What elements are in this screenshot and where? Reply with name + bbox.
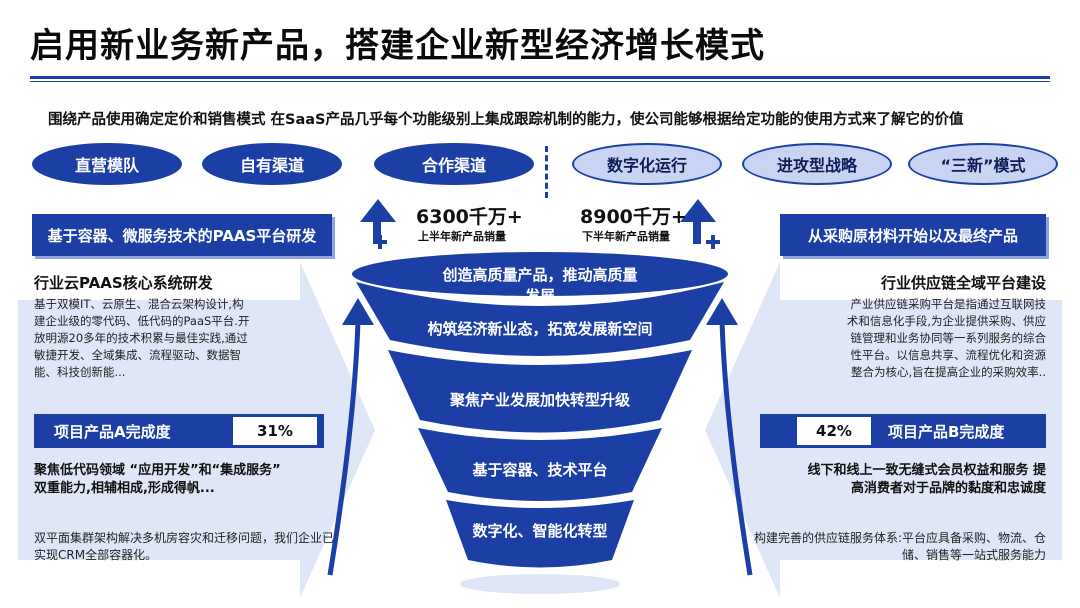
right-body-line: 术和信息化手段,为企业提供采购、供应 (846, 314, 1046, 328)
left-body-line: 放明源20多年的技术积累与最佳实践,通过 (34, 331, 248, 345)
pill-offensive-strategy: 进攻型战略 (742, 143, 892, 185)
right-up-arrow-icon (680, 199, 716, 244)
pill-own-channel: 自有渠道 (202, 143, 342, 185)
left-progress-label: 项目产品A完成度 (54, 422, 171, 441)
left-curve-arrow (327, 319, 361, 576)
left-body-line: 敏捷开发、全域集成、流程驱动、数据智 (34, 348, 241, 362)
right-body-line: 性平台。以信息共享、流程优化和资源 (850, 348, 1047, 362)
right-bold-line: 高消费者对于品牌的黏度和忠诚度 (850, 481, 1046, 496)
stat-left-value: 6300千万+ (416, 206, 523, 228)
title-divider (30, 76, 1050, 79)
center-divider (545, 146, 548, 198)
title-divider-thin (30, 81, 1050, 82)
left-body-line: 基于双模IT、云原生、混合云架构设计,构 (34, 297, 244, 311)
right-banner: 从采购原材料开始以及最终产品 (780, 214, 1046, 256)
left-bold-line: 聚焦低代码领域 “应用开发”和“集成服务” (34, 463, 281, 478)
stat-right-value: 8900千万+ (580, 206, 687, 228)
left-up-arrow-icon (360, 199, 396, 244)
pill-direct-team: 直营模队 (32, 143, 182, 185)
right-section-body: 产业供应链采购平台是指通过互联网技 术和信息化手段,为企业提供采购、供应 链管理… (790, 296, 1046, 381)
right-bottom-line: 储、销售等一站式服务能力 (901, 548, 1046, 562)
right-curve-arrow (719, 319, 753, 576)
stat-right-note: 下半年新产品销量 (582, 230, 670, 243)
right-body-line: 产业供应链采购平台是指通过互联网技 (850, 297, 1047, 311)
right-bottom-line: 构建完善的供应链服务体系:平台应具备采购、物流、仓 (753, 531, 1046, 545)
funnel-level-4: 基于容器、技术平台 (472, 461, 608, 479)
subtitle: 围绕产品使用确定定价和销售模式 在SaaS产品几乎每个功能级别上集成跟踪机制的能… (48, 112, 964, 128)
pill-digital-operation: 数字化运行 (572, 143, 722, 185)
stat-left-note: 上半年新产品销量 (418, 230, 506, 243)
right-section-heading: 行业供应链全域平台建设 (880, 274, 1046, 292)
left-bottom-line: 双平面集群架构解决多机房容灾和迁移问题，我们企业已 (34, 531, 335, 545)
left-bottom-text: 双平面集群架构解决多机房容灾和迁移问题，我们企业已 实现CRM全部容器化。 (34, 530, 379, 564)
left-section-heading: 行业云PAAS核心系统研发 (34, 274, 213, 292)
right-progress-percent: 42% (796, 416, 872, 446)
left-plus-icon (373, 235, 387, 249)
right-progress-label: 项目产品B完成度 (888, 422, 1005, 441)
right-body-line: 链管理和业务协同等一系列服务的综合 (850, 331, 1047, 345)
left-section-body: 基于双模IT、云原生、混合云架构设计,构 建企业级的零代码、低代码的PaaS平台… (34, 296, 294, 381)
right-body-line: 整合为核心,旨在提高企业的采购效率.. (851, 365, 1046, 379)
left-progress-percent: 31% (232, 416, 318, 446)
pill-three-new-model: “三新”模式 (908, 143, 1058, 185)
page-title: 启用新业务新产品，搭建企业新型经济增长模式 (30, 26, 765, 66)
right-bottom-text: 构建完善的供应链服务体系:平台应具备采购、物流、仓 储、销售等一站式服务能力 (700, 530, 1046, 564)
left-bold-line: 双重能力,相辅相成,形成得帆... (34, 481, 215, 496)
right-bold-line: 线下和线上一致无缝式会员权益和服务 提 (807, 463, 1046, 478)
pill-partner-channel: 合作渠道 (374, 143, 534, 185)
left-bottom-line: 实现CRM全部容器化。 (34, 548, 158, 562)
left-banner: 基于容器、微服务技术的PAAS平台研发 (32, 214, 332, 256)
funnel-level-3: 聚焦产业发展加快转型升级 (449, 391, 630, 409)
left-bold-text: 聚焦低代码领域 “应用开发”和“集成服务” 双重能力,相辅相成,形成得帆... (34, 462, 334, 498)
right-bold-text: 线下和线上一致无缝式会员权益和服务 提 高消费者对于品牌的黏度和忠诚度 (740, 462, 1046, 498)
funnel-level-2: 构筑经济新业态，拓宽发展新空间 (427, 320, 653, 338)
funnel-level-5: 数字化、智能化转型 (472, 522, 608, 540)
funnel (352, 252, 728, 594)
left-body-line: 建企业级的零代码、低代码的PaaS平台.开 (34, 314, 250, 328)
right-plus-icon (706, 235, 720, 249)
left-body-line: 能、科技创新能... (34, 365, 126, 379)
funnel-level-1: 创造高质量产品，推动高质量发展 (442, 266, 638, 305)
